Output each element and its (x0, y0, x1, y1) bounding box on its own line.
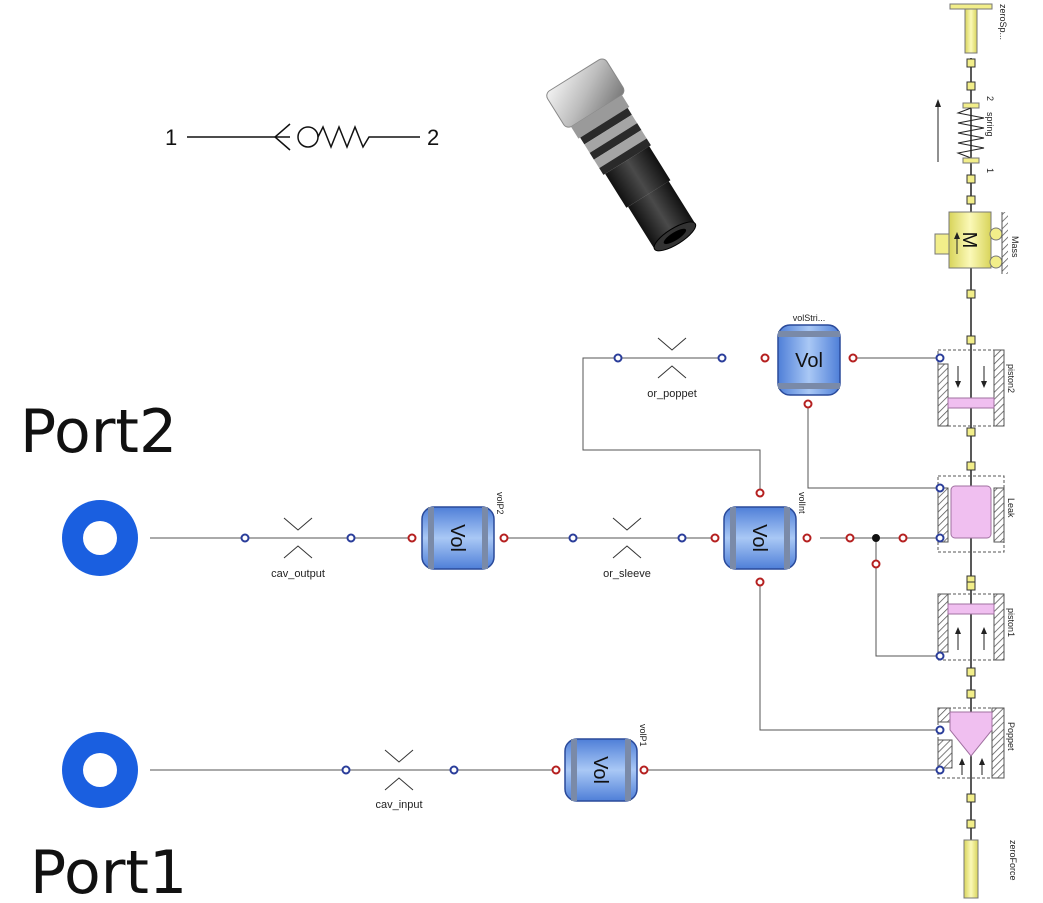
volume-volint[interactable]: Vol volInt (723, 492, 807, 570)
leak-component[interactable]: Leak (937, 461, 1016, 585)
hydraulic-port-dots (240, 353, 908, 775)
cartridge-valve-image (546, 58, 697, 252)
port1-connector[interactable] (62, 732, 138, 808)
spring-pin-2: 2 (985, 96, 995, 101)
port2-label: Port2 (20, 397, 177, 467)
check-valve-symbol: 1 2 (165, 123, 439, 151)
zerosp-label: zeroSp... (998, 4, 1008, 40)
mass-component[interactable]: M Mass (934, 195, 1020, 299)
piston1-component[interactable]: piston1 (937, 581, 1016, 677)
connection-wires (150, 58, 972, 880)
piston2-component[interactable]: piston2 (937, 335, 1016, 437)
volp2-text: Vol (446, 524, 468, 552)
mass-symbol: M (958, 232, 980, 249)
orifice-cav-input[interactable]: cav_input (375, 749, 423, 811)
or-poppet-label: or_poppet (647, 388, 697, 400)
volint-text: Vol (748, 524, 770, 552)
zeroforce-source[interactable]: zeroForce (963, 819, 1018, 899)
orifice-cav-output[interactable]: cav_output (271, 517, 325, 580)
volume-volstri[interactable]: Vol volStri... (777, 313, 841, 396)
volp1-label: volP1 (638, 724, 648, 747)
cav-input-label: cav_input (375, 799, 422, 811)
piston1-label: piston1 (1006, 608, 1016, 637)
component-side-ports (935, 353, 945, 775)
volstri-label: volStri... (793, 313, 826, 323)
volstri-text: Vol (795, 350, 823, 372)
poppet-label: Poppet (1006, 722, 1016, 751)
volp1-text: Vol (589, 756, 611, 784)
spring-pin-1: 1 (985, 168, 995, 173)
mass-label: Mass (1010, 236, 1020, 258)
volume-volp1[interactable]: Vol volP1 (564, 724, 648, 802)
piston2-label: piston2 (1006, 364, 1016, 393)
port1-label: Port1 (30, 838, 187, 903)
leak-label: Leak (1006, 498, 1016, 518)
volp2-label: volP2 (495, 492, 505, 515)
spring-component[interactable]: 2 1 spring (935, 81, 995, 184)
orifice-or-poppet[interactable]: or_poppet (647, 337, 697, 400)
volint-label: volInt (797, 492, 807, 514)
cav-output-label: cav_output (271, 568, 325, 580)
symbol-port-1-label: 1 (165, 125, 177, 150)
poppet-component[interactable]: Poppet (937, 689, 1016, 803)
symbol-port-2-label: 2 (427, 125, 439, 150)
zerosp-fixed[interactable]: zeroSp... (949, 3, 1008, 54)
zeroforce-label: zeroForce (1008, 840, 1018, 881)
port2-connector[interactable] (62, 500, 138, 576)
or-sleeve-label: or_sleeve (603, 568, 651, 580)
volume-volp2[interactable]: Vol volP2 (421, 492, 505, 570)
orifice-or-sleeve[interactable]: or_sleeve (603, 517, 651, 580)
spring-label: spring (985, 112, 995, 137)
